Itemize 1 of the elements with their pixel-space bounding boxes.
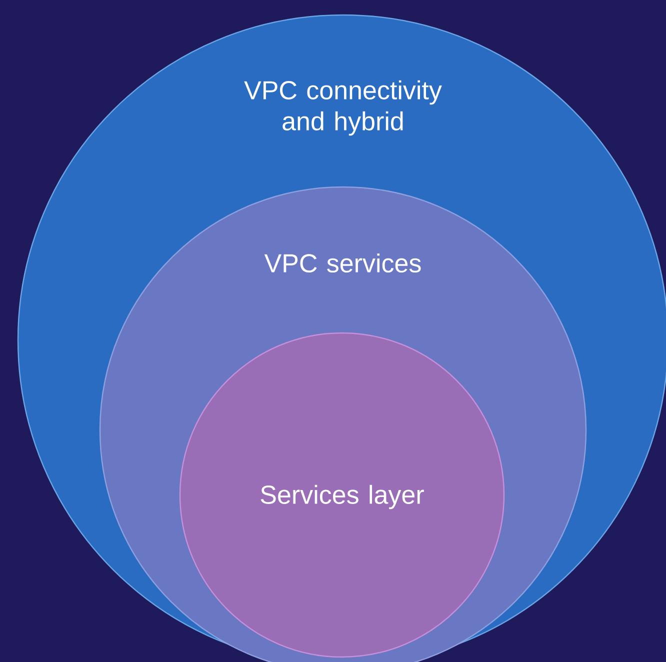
circle-region: Services layer xyxy=(179,332,505,658)
